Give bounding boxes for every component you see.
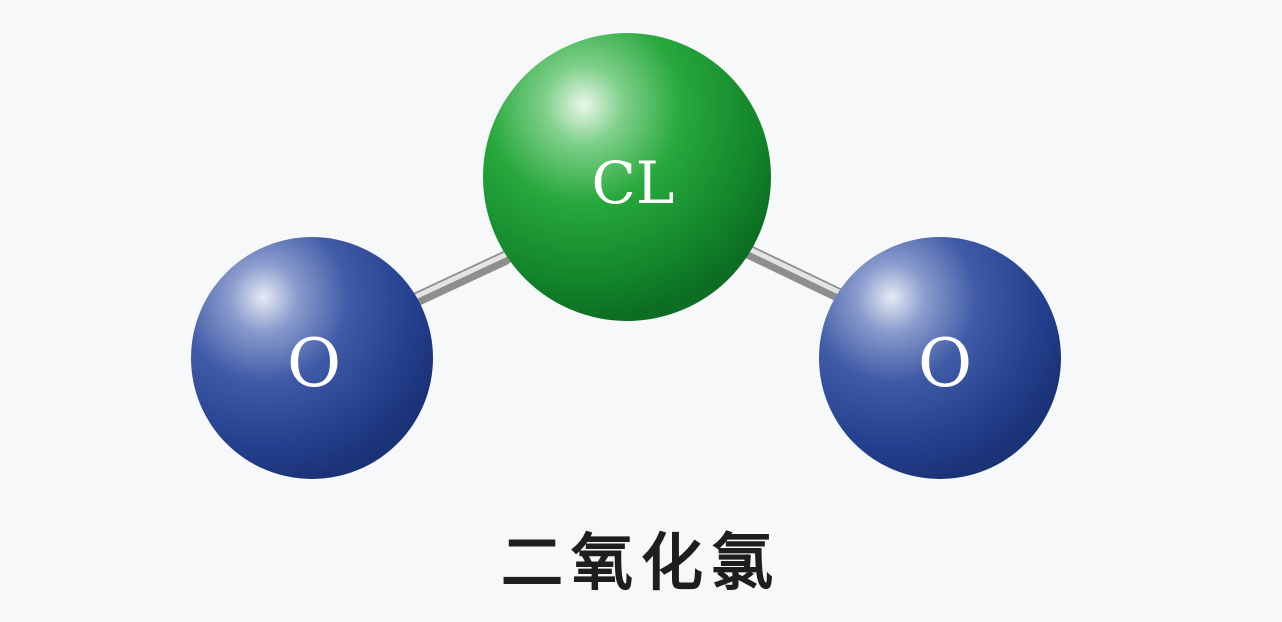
bond-cl-o-left-highlight: [412, 252, 508, 300]
atom-label-o-left: O: [287, 325, 341, 402]
bond-cl-o-right-highlight: [742, 244, 848, 298]
atom-oxygen-right: O: [819, 237, 1061, 479]
atom-oxygen-left: O: [191, 237, 433, 479]
diagram-title: 二氧化氯: [500, 526, 781, 599]
bond-cl-o-left: [408, 251, 512, 307]
atom-chlorine: CL: [483, 33, 771, 321]
atom-label-cl: CL: [592, 149, 675, 217]
atom-label-o-right: O: [918, 325, 972, 402]
bond-cl-o-right: [738, 243, 852, 305]
